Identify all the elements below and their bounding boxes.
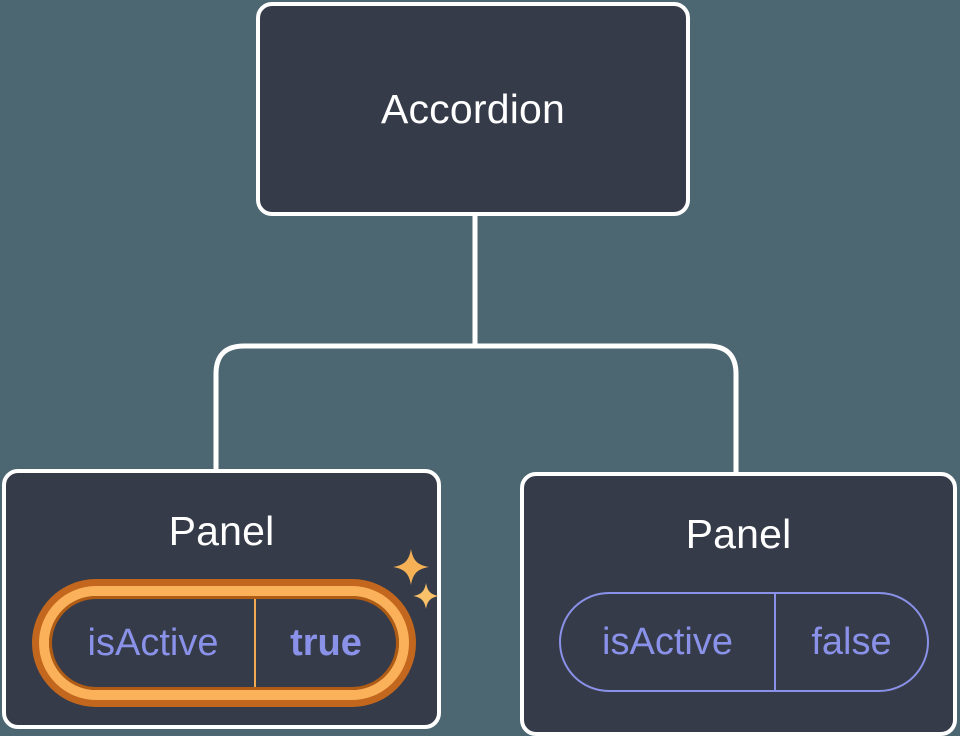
prop-value: false [811, 621, 892, 663]
isactive-prop-pill-inactive: isActive false [559, 592, 929, 692]
panel-active-node: Panel isActive true [2, 469, 441, 729]
sparkle-icon-large [393, 549, 429, 585]
pill-divider [774, 594, 776, 690]
prop-name: isActive [602, 621, 733, 663]
isactive-prop-pill-active: isActive true [49, 596, 399, 690]
accordion-label: Accordion [380, 85, 566, 132]
panel-inactive-label: Panel [685, 511, 792, 557]
prop-value: true [290, 622, 362, 664]
accordion-node: Accordion [256, 2, 690, 216]
panel-inactive-node: Panel isActive false [520, 472, 957, 736]
panel-active-label: Panel [168, 508, 275, 554]
connector-branch [213, 343, 739, 472]
sparkle-icon-small [413, 583, 439, 609]
pill-divider [254, 599, 256, 687]
prop-name: isActive [87, 622, 219, 664]
